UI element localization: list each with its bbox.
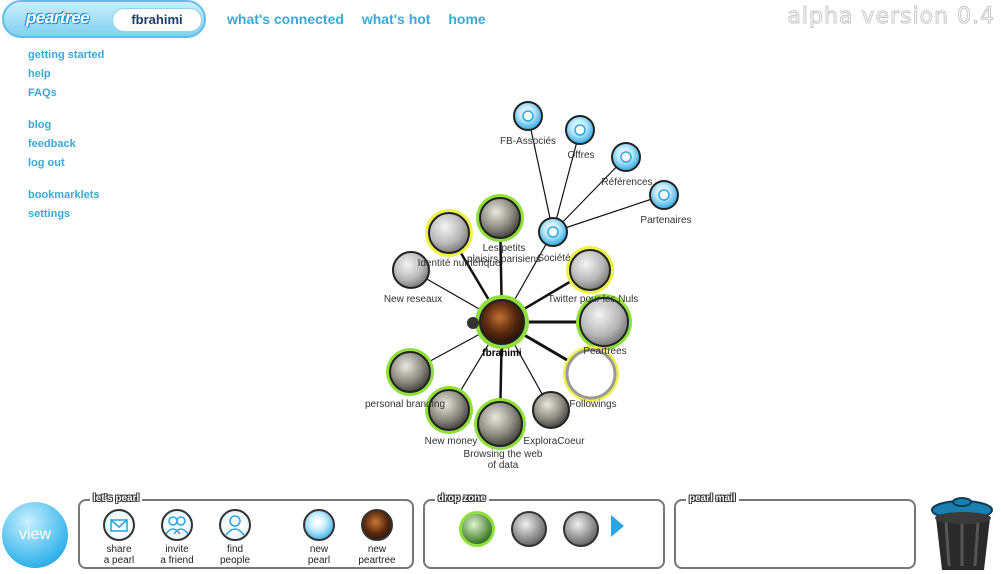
graph-node-new-reseaux[interactable] xyxy=(392,251,430,289)
share-pearl-label: share a pearl xyxy=(103,544,135,566)
graph-node-fb-associ-s[interactable] xyxy=(513,101,543,131)
new-pearl-label: new pearl xyxy=(307,544,331,566)
graph-node-personal-branding[interactable] xyxy=(386,348,434,396)
new-peartree-label: new peartree xyxy=(358,544,396,566)
top-nav: what's connected what's hot home xyxy=(227,11,500,27)
graph-center-label: fbrahimi xyxy=(482,348,522,359)
find-people-button[interactable]: find people xyxy=(210,509,260,566)
drop-zone-item-gray-2[interactable] xyxy=(563,511,599,547)
sidebar-settings[interactable]: settings xyxy=(28,208,71,220)
nav-whats-connected[interactable]: what's connected xyxy=(227,11,344,27)
graph-edge xyxy=(552,156,627,233)
pearl-icon xyxy=(303,509,335,541)
graph-node-soci-t[interactable] xyxy=(538,217,568,247)
sidebar-help[interactable]: help xyxy=(28,68,51,80)
people-icon xyxy=(161,509,193,541)
drop-zone-item-gray[interactable] xyxy=(511,511,547,547)
pearl-mail-panel: pearl mail xyxy=(674,493,916,569)
graph-node-label: Partenaires xyxy=(640,215,691,226)
graph-node-browsing-the-web-of-data[interactable] xyxy=(474,398,526,450)
sidebar-faqs[interactable]: FAQs xyxy=(28,87,57,99)
lets-pearl-title: let's pearl xyxy=(90,493,143,504)
graph-node-label: ExploraCoeur xyxy=(523,436,585,447)
brand-bar: peartree fbrahimi xyxy=(2,0,206,38)
trash-can-icon[interactable] xyxy=(926,488,1000,572)
drop-zone-item-rss[interactable] xyxy=(459,511,495,547)
sidebar-getting-started[interactable]: getting started xyxy=(28,49,105,61)
invite-friend-label: invite a friend xyxy=(160,544,194,566)
drop-zone-panel: drop zone xyxy=(423,493,665,569)
share-pearl-button[interactable]: share a pearl xyxy=(94,509,144,566)
graph-node-label: New money xyxy=(425,436,478,447)
version-label: alpha version 0.4 xyxy=(787,4,995,30)
graph-node-label: New reseaux xyxy=(384,294,442,305)
drop-zone-title: drop zone xyxy=(435,493,489,504)
graph-node-r-f-rences[interactable] xyxy=(611,142,641,172)
envelope-icon xyxy=(103,509,135,541)
graph-edge xyxy=(552,194,665,233)
graph-node-label: Offres xyxy=(567,150,594,161)
graph-node-label: Twitter pour les Nuls xyxy=(548,294,639,305)
graph-edge xyxy=(527,115,554,233)
person-icon xyxy=(219,509,251,541)
new-pearl-button[interactable]: new pearl xyxy=(294,509,344,566)
graph-node-new-money[interactable] xyxy=(425,386,473,434)
graph-node-label: Références xyxy=(601,177,652,188)
lets-pearl-panel: let's pearl share a pearl invite a frien… xyxy=(78,493,414,569)
graph-node-followings[interactable] xyxy=(563,346,619,402)
find-people-label: find people xyxy=(219,544,251,566)
graph-node-label: Followings xyxy=(569,399,616,410)
graph-node-offres[interactable] xyxy=(565,115,595,145)
invite-friend-button[interactable]: invite a friend xyxy=(152,509,202,566)
sidebar-blog[interactable]: blog xyxy=(28,119,52,131)
graph-node-label: FB-Associés xyxy=(500,136,556,147)
view-button[interactable]: view xyxy=(2,502,68,568)
graph-edge xyxy=(552,129,581,233)
peartree-logo[interactable]: peartree xyxy=(26,8,90,27)
graph-node-peartrees[interactable] xyxy=(576,294,632,350)
graph-node-label: Société xyxy=(537,253,571,264)
new-peartree-button[interactable]: new peartree xyxy=(352,509,402,566)
graph-node-label: Identité numérique xyxy=(418,258,501,269)
graph-node-twitter-pour-les-nuls[interactable] xyxy=(566,246,614,294)
sidebar-log-out[interactable]: log out xyxy=(28,157,65,169)
graph-node-exploracoeur[interactable] xyxy=(532,391,570,429)
graph-node-identit-num-rique[interactable] xyxy=(425,209,473,257)
graph-node-label: Peartrees xyxy=(583,346,626,357)
graph-node-partenaires[interactable] xyxy=(649,180,679,210)
peartree-graph: FB-AssociésOffresRéférencesPartenairesSo… xyxy=(365,101,692,471)
sidebar-feedback[interactable]: feedback xyxy=(28,138,76,150)
tree-icon xyxy=(361,509,393,541)
graph-node-label: personal branding xyxy=(365,399,445,410)
nav-home[interactable]: home xyxy=(448,11,486,27)
collapse-handle-icon[interactable] xyxy=(467,317,479,329)
drop-zone-next-arrow-icon[interactable] xyxy=(611,515,624,537)
pearl-mail-title: pearl mail xyxy=(686,493,739,504)
username-badge[interactable]: fbrahimi xyxy=(112,8,202,32)
sidebar: getting started help FAQs blog feedback … xyxy=(28,48,104,226)
sidebar-bookmarklets[interactable]: bookmarklets xyxy=(28,189,100,201)
nav-whats-hot[interactable]: what's hot xyxy=(361,11,431,27)
graph-center-node[interactable] xyxy=(467,295,529,349)
graph-node-les-petits-plaisirs-parisiens[interactable] xyxy=(476,194,524,242)
